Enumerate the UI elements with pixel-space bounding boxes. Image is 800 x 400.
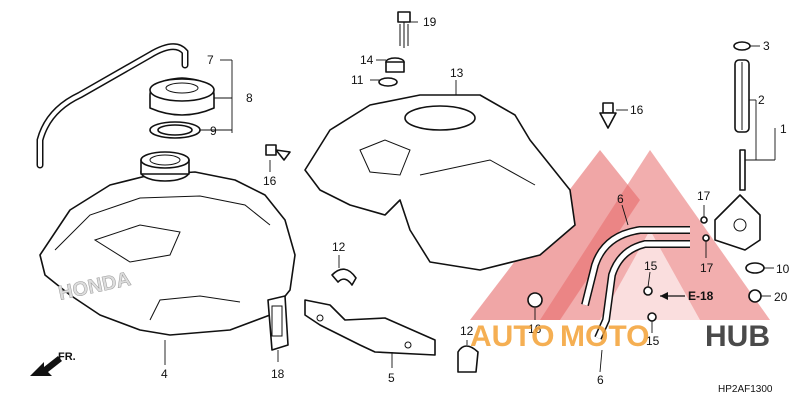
fuel-cap [149,77,215,116]
callout-19: 19 [423,15,437,29]
front-arrow-icon [30,356,62,376]
mounting-bracket [304,299,436,356]
callout-labels: 1 2 3 4 5 6 6 7 8 9 10 11 12 12 13 14 15… [161,15,790,387]
callout-12-lower: 12 [460,324,474,338]
fuel-tank: HONDA [39,151,296,336]
clip-lower [457,345,479,373]
callout-16-top: 16 [630,103,644,117]
callout-17-lower: 17 [700,261,714,275]
grommet-16-top [599,102,617,129]
grommet-16-lower [527,292,543,308]
diagram-code: HP2AF1300 [718,384,773,395]
callout-13: 13 [450,66,464,80]
watermark-mountain-right [540,150,770,320]
callout-7: 7 [207,53,214,67]
watermark-brand-moto: MOTO [560,320,649,353]
fuel-valve [714,41,765,303]
callout-16-left: 16 [263,174,277,188]
callout-5: 5 [388,371,395,385]
callout-17-upper: 17 [697,189,711,203]
clip-upper [331,268,357,286]
callout-3: 3 [763,39,770,53]
watermark-brand-auto: AUTO [470,320,554,353]
callout-12-upper: 12 [332,240,346,254]
callout-9: 9 [210,124,217,138]
leader-lines [164,21,776,373]
watermark-brand-hub: HUB [705,320,770,353]
callout-2: 2 [758,93,765,107]
callout-6-lower: 6 [597,373,604,387]
callout-20: 20 [774,290,788,304]
callout-15-lower: 15 [646,334,660,348]
reference-label: E-18 [688,289,714,303]
callout-18: 18 [271,367,285,381]
callout-15-upper: 15 [644,259,658,273]
grommet-11 [378,77,398,87]
callout-6-upper: 6 [617,192,624,206]
bolt-19 [397,11,411,48]
callout-10: 10 [776,262,790,276]
grommet-16-left [265,144,291,161]
callout-16-lower: 16 [528,322,542,336]
callout-11: 11 [351,73,364,87]
callout-14: 14 [360,53,374,67]
tank-cover [304,94,576,271]
hose-clamps-15 [643,286,657,322]
callout-1: 1 [780,122,787,136]
rubber-band [267,295,289,351]
callout-8: 8 [246,91,253,105]
watermark-text: AUTO MOTO HUB [470,320,770,353]
collar-14 [385,57,405,73]
front-label: FR. [58,351,76,363]
reference-marker: E-18 [660,289,714,303]
cap-gasket [149,121,201,139]
front-arrow: FR. [30,351,76,376]
callout-4: 4 [161,367,168,381]
